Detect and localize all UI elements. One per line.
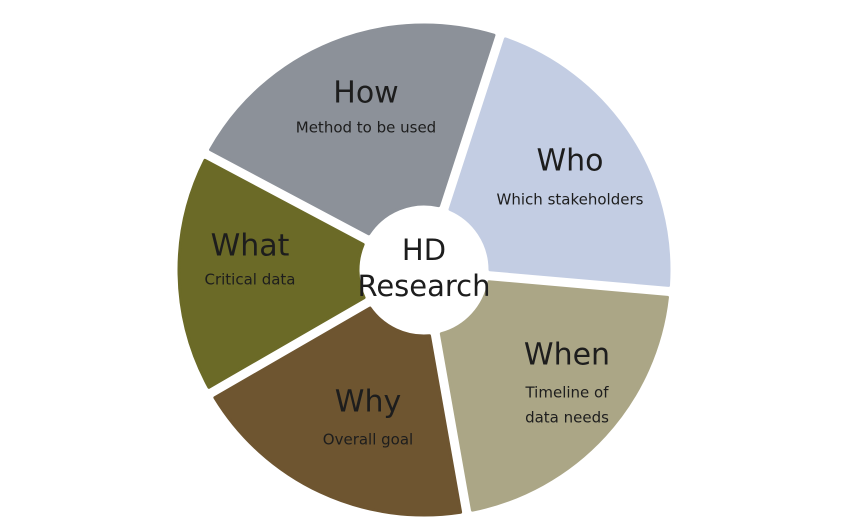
center-label-line: Research xyxy=(357,269,490,303)
segment-what-subtitle: Critical data xyxy=(204,271,295,289)
center-circle xyxy=(360,206,488,334)
segment-who xyxy=(448,37,671,287)
center-label-line: HD xyxy=(402,233,446,267)
segment-how-title: How xyxy=(333,76,398,111)
segment-how xyxy=(209,23,496,236)
segment-why xyxy=(213,306,463,517)
segment-what xyxy=(177,158,366,389)
segments-layer xyxy=(177,23,671,517)
segment-who-title: Who xyxy=(536,144,603,179)
segment-why-title: Why xyxy=(335,385,401,420)
segment-when-title: When xyxy=(524,338,610,373)
segment-when-subtitle: Timeline of xyxy=(524,384,609,402)
segment-when-subtitle: data needs xyxy=(525,409,609,427)
segment-who-subtitle: Which stakeholders xyxy=(497,191,644,209)
segment-what-title: What xyxy=(211,229,290,264)
segment-when xyxy=(439,280,669,512)
segment-why-subtitle: Overall goal xyxy=(323,431,413,449)
segment-how-subtitle: Method to be used xyxy=(296,119,436,137)
